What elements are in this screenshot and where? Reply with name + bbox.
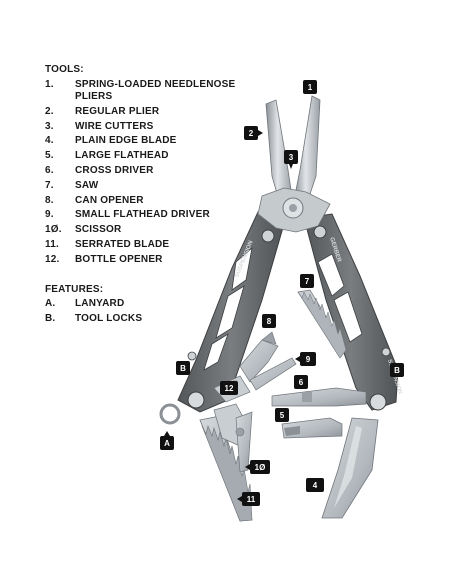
svg-text:1: 1	[308, 83, 313, 92]
can-opener	[239, 331, 279, 383]
left-handle: SUSPENSION	[177, 211, 285, 413]
tool-lock-pivots	[187, 225, 391, 411]
tool-item: 8. CAN OPENER	[45, 195, 255, 207]
callout-11: 11	[237, 492, 260, 506]
large-flathead	[281, 417, 343, 439]
tool-label: PLAIN EDGE BLADE	[75, 135, 177, 147]
svg-text:8: 8	[267, 317, 272, 326]
tool-label: LARGE FLATHEAD	[75, 150, 169, 162]
svg-text:B: B	[180, 364, 186, 373]
tool-item: 1. SPRING-LOADED NEEDLENOSE PLIERS	[45, 79, 255, 103]
tool-item: 6. CROSS DRIVER	[45, 165, 255, 177]
svg-text:2: 2	[249, 129, 254, 138]
svg-text:12: 12	[225, 384, 234, 393]
tool-label: BOTTLE OPENER	[75, 253, 163, 265]
tool-label: SAW	[75, 179, 99, 191]
callout-a: A	[160, 431, 174, 450]
tool-item: 1Ø. SCISSOR	[45, 224, 255, 236]
tool-number: 11.	[45, 238, 59, 250]
tool-label: SPRING-LOADED NEEDLENOSE PLIERS	[75, 79, 236, 102]
needlenose-pliers	[257, 95, 331, 233]
tool-item: 5. LARGE FLATHEAD	[45, 150, 255, 162]
callout-9: 9	[295, 352, 316, 366]
tool-number: 6.	[45, 164, 54, 176]
callout-12: 12	[220, 381, 238, 395]
callout-6: 6	[294, 375, 308, 389]
svg-text:7: 7	[305, 277, 310, 286]
svg-text:9: 9	[306, 355, 311, 364]
tool-number: 1Ø.	[45, 224, 62, 236]
tool-label: WIRE CUTTERS	[75, 120, 154, 132]
svg-text:1Ø: 1Ø	[255, 463, 266, 472]
feature-item: A. LANYARD	[45, 298, 255, 310]
tool-label: SMALL FLATHEAD DRIVER	[75, 209, 210, 221]
svg-text:6: 6	[299, 378, 304, 387]
callout-10: 1Ø	[245, 460, 270, 474]
tool-item: 7. SAW	[45, 180, 255, 192]
callout-b-right: B	[390, 363, 404, 377]
cross-driver	[271, 387, 367, 407]
tool-number: 2.	[45, 105, 54, 117]
tools-list: 1. SPRING-LOADED NEEDLENOSE PLIERS 2. RE…	[45, 79, 255, 269]
tool-item: 2. REGULAR PLIER	[45, 106, 255, 118]
tool-label: SERRATED BLADE	[75, 238, 170, 250]
tool-item: 9. SMALL FLATHEAD DRIVER	[45, 209, 255, 221]
plain-edge-blade	[321, 417, 379, 519]
tool-label: CROSS DRIVER	[75, 164, 154, 176]
callout-1: 1	[303, 80, 317, 94]
svg-text:4: 4	[313, 481, 318, 490]
callout-3: 3	[284, 150, 298, 169]
feature-label: TOOL LOCKS	[75, 312, 143, 324]
tool-item: 3. WIRE CUTTERS	[45, 121, 255, 133]
tool-number: 1.	[45, 79, 54, 90]
callout-8: 8	[262, 314, 276, 328]
tool-label: CAN OPENER	[75, 194, 144, 206]
small-flathead-driver	[249, 357, 297, 391]
features-heading: FEATURES:	[45, 284, 104, 295]
svg-text:3: 3	[289, 153, 294, 162]
tool-number: 5.	[45, 150, 54, 162]
tools-heading: TOOLS:	[45, 64, 84, 75]
feature-letter: B.	[45, 312, 56, 324]
callout-4: 4	[306, 478, 324, 492]
tool-number: 9.	[45, 209, 54, 221]
tool-label: SCISSOR	[75, 224, 122, 236]
scissor	[213, 403, 253, 473]
features-list: A. LANYARD B. TOOL LOCKS	[45, 298, 255, 328]
svg-text:5: 5	[280, 411, 285, 420]
tool-number: 3.	[45, 120, 54, 132]
svg-text:B: B	[394, 366, 400, 375]
tool-number: 12.	[45, 253, 60, 265]
callout-b-left: B	[176, 361, 190, 375]
feature-item: B. TOOL LOCKS	[45, 313, 255, 325]
tool-number: 8.	[45, 194, 54, 206]
feature-label: LANYARD	[75, 298, 125, 309]
callout-2: 2	[244, 126, 263, 140]
svg-text:11: 11	[247, 495, 256, 504]
tool-number: 7.	[45, 179, 54, 191]
tool-item: 11. SERRATED BLADE	[45, 239, 255, 251]
serrated-blade	[199, 415, 253, 522]
tool-label: REGULAR PLIER	[75, 105, 160, 117]
feature-letter: A.	[45, 298, 56, 309]
saw	[297, 289, 347, 359]
tool-item: 4. PLAIN EDGE BLADE	[45, 135, 255, 147]
lanyard-ring	[159, 403, 181, 425]
svg-text:A: A	[164, 439, 170, 448]
callout-5: 5	[275, 408, 289, 422]
tool-item: 12. BOTTLE OPENER	[45, 254, 255, 266]
callout-7: 7	[300, 274, 314, 288]
tool-number: 4.	[45, 135, 54, 147]
